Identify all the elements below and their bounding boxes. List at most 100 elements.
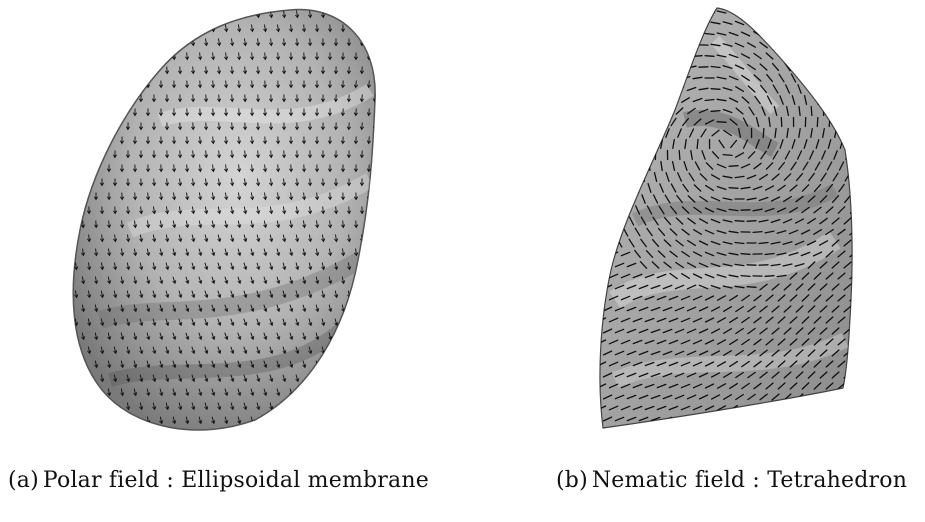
polar-arrow-glyph: [82, 389, 85, 396]
nematic-segment-glyph: [600, 206, 602, 215]
nematic-segment-glyph: [647, 97, 653, 104]
polar-arrow-glyph: [133, 25, 136, 32]
polar-arrow-glyph: [120, 25, 123, 32]
polar-arrow-glyph: [172, 25, 175, 32]
polar-arrow-glyph: [368, 361, 371, 368]
nematic-segment-glyph: [736, 417, 744, 422]
polar-arrow-glyph: [179, 11, 182, 18]
polar-arrow-glyph: [322, 403, 325, 410]
nematic-segment-glyph: [613, 140, 615, 149]
subfigure-b-tag: (b): [556, 468, 588, 493]
nematic-segment-glyph: [763, 129, 764, 138]
nematic-segment-glyph: [700, 417, 708, 421]
polar-arrow-glyph: [277, 417, 280, 424]
nematic-segment-glyph: [629, 86, 635, 93]
polar-arrow-glyph: [387, 319, 390, 326]
nematic-segment-glyph: [706, 428, 714, 432]
nematic-segment-glyph: [612, 118, 616, 126]
polar-arrow-glyph: [387, 375, 390, 382]
nematic-segment-glyph: [621, 10, 629, 13]
nematic-segment-glyph: [815, 52, 819, 60]
polar-arrow-glyph: [373, 151, 376, 158]
polar-arrow-glyph: [113, 123, 116, 130]
polar-arrow-glyph: [218, 431, 221, 438]
nematic-segment-glyph: [850, 405, 857, 411]
nematic-segment-glyph: [693, 428, 701, 432]
nematic-segment-glyph: [593, 85, 598, 92]
nematic-segment-glyph: [628, 43, 636, 48]
polar-arrow-glyph: [87, 39, 90, 46]
nematic-segment-glyph: [856, 240, 863, 246]
polar-arrow-glyph: [386, 263, 389, 270]
nematic-segment-glyph: [592, 351, 600, 355]
nematic-segment-glyph: [601, 140, 603, 149]
nematic-segment-glyph: [856, 284, 863, 290]
polar-arrow-glyph: [179, 431, 182, 438]
nematic-segment-glyph: [862, 251, 869, 256]
nematic-segment-glyph: [856, 262, 863, 268]
nematic-segment-glyph: [754, 10, 762, 14]
polar-arrow-glyph: [199, 25, 202, 32]
polar-arrow-glyph: [283, 403, 286, 410]
nematic-segment-glyph: [850, 427, 857, 433]
polar-arrow-glyph: [386, 431, 389, 438]
nematic-segment-glyph: [592, 373, 600, 377]
polar-arrow-glyph: [68, 221, 71, 228]
nematic-segment-glyph: [598, 274, 606, 278]
nematic-segment-glyph: [681, 428, 689, 431]
nematic-segment-glyph: [822, 63, 825, 71]
polar-arrow-glyph: [296, 403, 299, 410]
nematic-segment-glyph: [675, 417, 683, 420]
polar-arrow-glyph: [205, 11, 208, 18]
nematic-segment-glyph: [790, 427, 797, 433]
nematic-segment-glyph: [669, 55, 678, 58]
polar-arrow-glyph: [100, 39, 103, 46]
nematic-segment-glyph: [631, 151, 632, 160]
nematic-segment-glyph: [741, 276, 750, 277]
nematic-segment-glyph: [856, 416, 863, 422]
nematic-segment-glyph: [834, 41, 838, 49]
polar-arrow-glyph: [68, 165, 71, 172]
polar-arrow-glyph: [348, 319, 351, 326]
polar-arrow-glyph: [81, 193, 84, 200]
nematic-segment-glyph: [790, 9, 797, 15]
nematic-segment-glyph: [765, 276, 774, 277]
polar-arrow-glyph: [126, 39, 129, 46]
subfigure-a-caption: (a)Polar field : Ellipsoidal membrane: [8, 468, 429, 493]
polar-arrow-glyph: [69, 277, 72, 284]
polar-arrow-glyph: [178, 39, 181, 46]
nematic-segment-glyph: [838, 31, 845, 37]
nematic-segment-glyph: [657, 33, 666, 36]
nematic-segment-glyph: [856, 372, 863, 378]
nematic-segment-glyph: [841, 74, 843, 83]
polar-arrow-glyph: [74, 11, 77, 18]
polar-arrow-glyph: [387, 347, 390, 354]
nematic-segment-glyph: [841, 96, 842, 105]
polar-arrow-glyph: [367, 25, 370, 32]
nematic-segment-glyph: [814, 427, 821, 433]
polar-arrow-glyph: [94, 417, 97, 424]
nematic-segment-glyph: [657, 428, 666, 431]
nematic-segment-glyph: [797, 41, 803, 48]
nematic-segment-glyph: [609, 428, 617, 432]
polar-arrow-glyph: [68, 389, 71, 396]
nematic-segment-glyph: [838, 427, 845, 433]
polar-arrow-glyph: [334, 431, 337, 438]
nematic-segment-glyph: [802, 427, 809, 433]
nematic-segment-glyph: [663, 44, 672, 47]
polar-arrow-glyph: [94, 137, 97, 144]
nematic-segment-glyph: [619, 151, 620, 160]
nematic-segment-glyph: [609, 32, 617, 36]
polar-arrow-glyph: [133, 53, 136, 60]
nematic-segment-glyph: [598, 53, 605, 59]
nematic-segment-glyph: [600, 118, 604, 126]
polar-arrow-glyph: [121, 417, 124, 424]
polar-arrow-glyph: [146, 53, 149, 60]
nematic-segment-glyph: [607, 173, 608, 182]
polar-arrow-glyph: [100, 431, 103, 438]
nematic-segment-glyph: [772, 42, 779, 48]
polar-arrow-glyph: [354, 25, 357, 32]
polar-arrow-glyph: [153, 431, 156, 438]
nematic-segment-glyph: [699, 23, 708, 24]
nematic-segment-glyph: [742, 427, 750, 432]
